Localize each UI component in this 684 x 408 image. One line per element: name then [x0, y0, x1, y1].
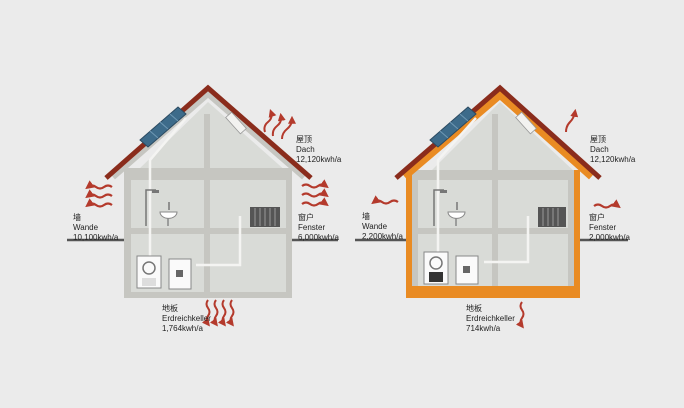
- floor-label-de: Erdreichkeller: [466, 314, 515, 323]
- wall-label-zh: 墙: [362, 212, 370, 221]
- wall-loss-value: 10,100kwh/a: [73, 233, 119, 242]
- roof-loss-value: 12,120kwh/a: [590, 155, 636, 164]
- attic-interior: [430, 102, 575, 172]
- radiator-icon: [250, 207, 280, 227]
- shower-icon: [145, 189, 159, 226]
- window-label-zh: 窗户: [298, 213, 314, 222]
- window-label-zh: 窗户: [589, 213, 605, 222]
- wall-label-de: Wande: [73, 223, 99, 232]
- radiator-icon: [538, 207, 566, 227]
- house-uninsulated: [67, 84, 338, 327]
- solar-panel-icon: [139, 106, 187, 148]
- attic-interior: [136, 102, 287, 172]
- boiler-icon: [423, 251, 449, 285]
- floor-loss-label: 地板 Erdreichkeller 1,764kwh/a: [162, 304, 211, 334]
- wall-loss-label: 墙 Wande 2,200kwh/a: [362, 212, 403, 242]
- roof-loss-value: 12,120kwh/a: [296, 155, 342, 164]
- window-loss-value: 2,000kwh/a: [589, 233, 630, 242]
- heat-loss-arrow-icon: [88, 108, 326, 327]
- window-loss-value: 6,000kwh/a: [298, 233, 339, 242]
- roof-loss-label: 屋顶 Dach 12,120kwh/a: [296, 135, 341, 165]
- solar-panel-icon: [429, 106, 477, 148]
- water-tank-icon: [455, 255, 479, 285]
- floor-loss-value: 714kwh/a: [466, 324, 501, 333]
- house-insulated: [355, 84, 628, 329]
- room-lower-right: [498, 234, 568, 286]
- floor-loss-value: 1,764kwh/a: [162, 324, 203, 333]
- room-lower-right: [210, 234, 286, 292]
- floor-loss-label: 地板 Erdreichkeller 714kwh/a: [466, 304, 515, 334]
- wall-loss-label: 墙 Wande 10,100kwh/a: [73, 213, 118, 243]
- window-label-de: Fenster: [298, 223, 326, 232]
- window-loss-label: 窗户 Fenster 2,000kwh/a: [589, 213, 630, 243]
- water-tank-icon: [168, 258, 192, 290]
- roof-label-de: Dach: [590, 145, 609, 154]
- roof-label-zh: 屋顶: [296, 135, 312, 144]
- sink-icon: [447, 202, 466, 226]
- sink-icon: [159, 202, 178, 226]
- roof-label-zh: 屋顶: [590, 135, 606, 144]
- roof: [109, 86, 308, 180]
- floor-label-zh: 地板: [162, 304, 178, 313]
- roof-label-de: Dach: [296, 145, 315, 154]
- roof-loss-label: 屋顶 Dach 12,120kwh/a: [590, 135, 635, 165]
- boiler-icon: [136, 255, 162, 289]
- heat-loss-arrow-icon: [374, 108, 618, 329]
- shower-icon: [433, 189, 447, 226]
- room-upper-left: [418, 180, 492, 228]
- wall-label-zh: 墙: [73, 213, 81, 222]
- wall-loss-value: 2,200kwh/a: [362, 232, 403, 241]
- floor-label-zh: 地板: [466, 304, 482, 313]
- floor-label-de: Erdreichkeller: [162, 314, 211, 323]
- wall-label-de: Wande: [362, 222, 388, 231]
- window-loss-label: 窗户 Fenster 6,000kwh/a: [298, 213, 339, 243]
- window-label-de: Fenster: [589, 223, 617, 232]
